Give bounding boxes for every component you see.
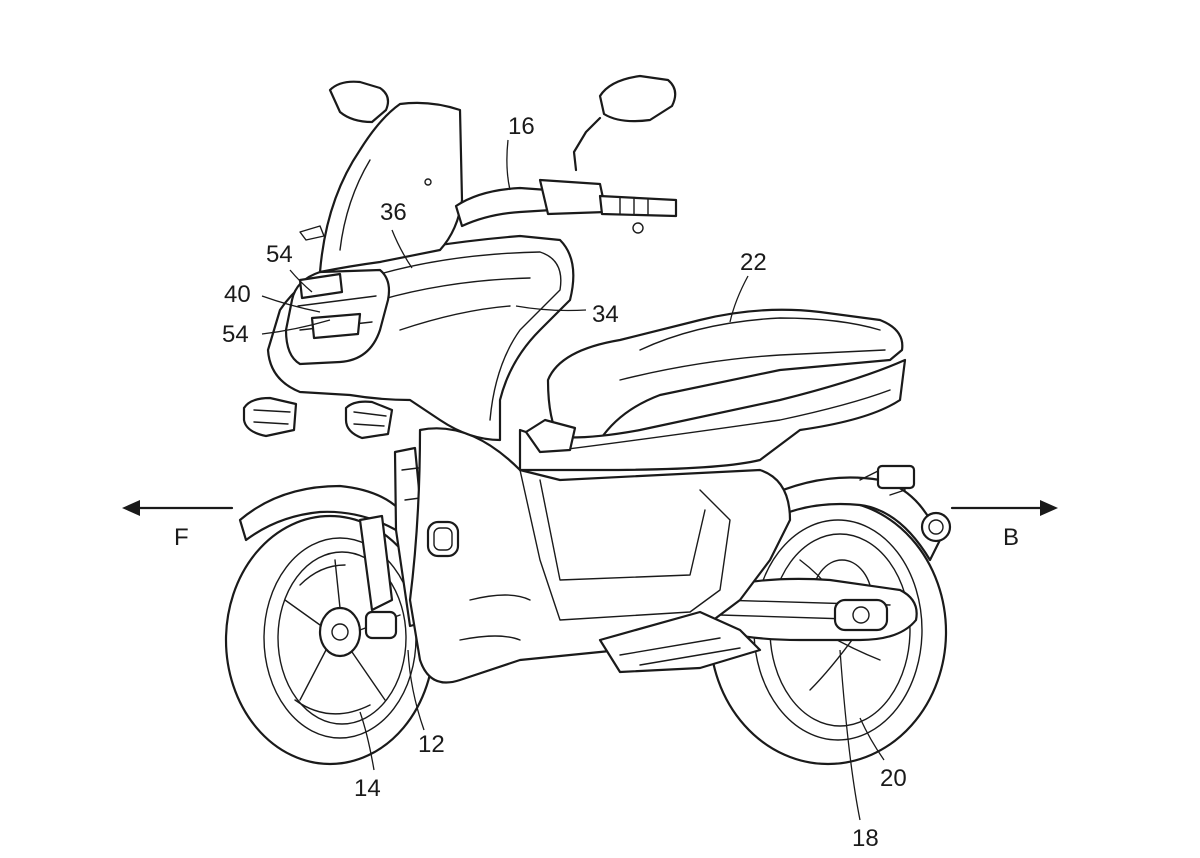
right-mirror bbox=[572, 74, 677, 172]
direction-label-front: F bbox=[174, 524, 189, 551]
label-34: 34 bbox=[592, 301, 619, 328]
side-lamps bbox=[242, 396, 394, 440]
label-20: 20 bbox=[880, 765, 907, 792]
label-36: 36 bbox=[380, 199, 407, 226]
direction-arrow-back bbox=[950, 500, 1058, 516]
label-22: 22 bbox=[740, 249, 767, 276]
direction-arrow-front bbox=[122, 500, 234, 516]
left-mirror bbox=[328, 80, 390, 124]
label-40: 40 bbox=[224, 281, 251, 308]
label-54-upper: 54 bbox=[266, 241, 293, 268]
rear-fender bbox=[758, 464, 952, 562]
label-14: 14 bbox=[354, 775, 381, 802]
swing-arm bbox=[698, 577, 918, 642]
direction-label-back: B bbox=[1003, 524, 1019, 551]
windshield bbox=[318, 101, 464, 274]
headlight-area bbox=[284, 268, 391, 366]
handlebar bbox=[299, 178, 678, 241]
label-16: 16 bbox=[508, 113, 535, 140]
leader-lines bbox=[261, 139, 885, 821]
label-54-lower: 54 bbox=[222, 321, 249, 348]
label-12: 12 bbox=[418, 731, 445, 758]
label-18: 18 bbox=[852, 825, 879, 852]
floor-step bbox=[598, 610, 762, 674]
rear-cover bbox=[518, 358, 907, 472]
